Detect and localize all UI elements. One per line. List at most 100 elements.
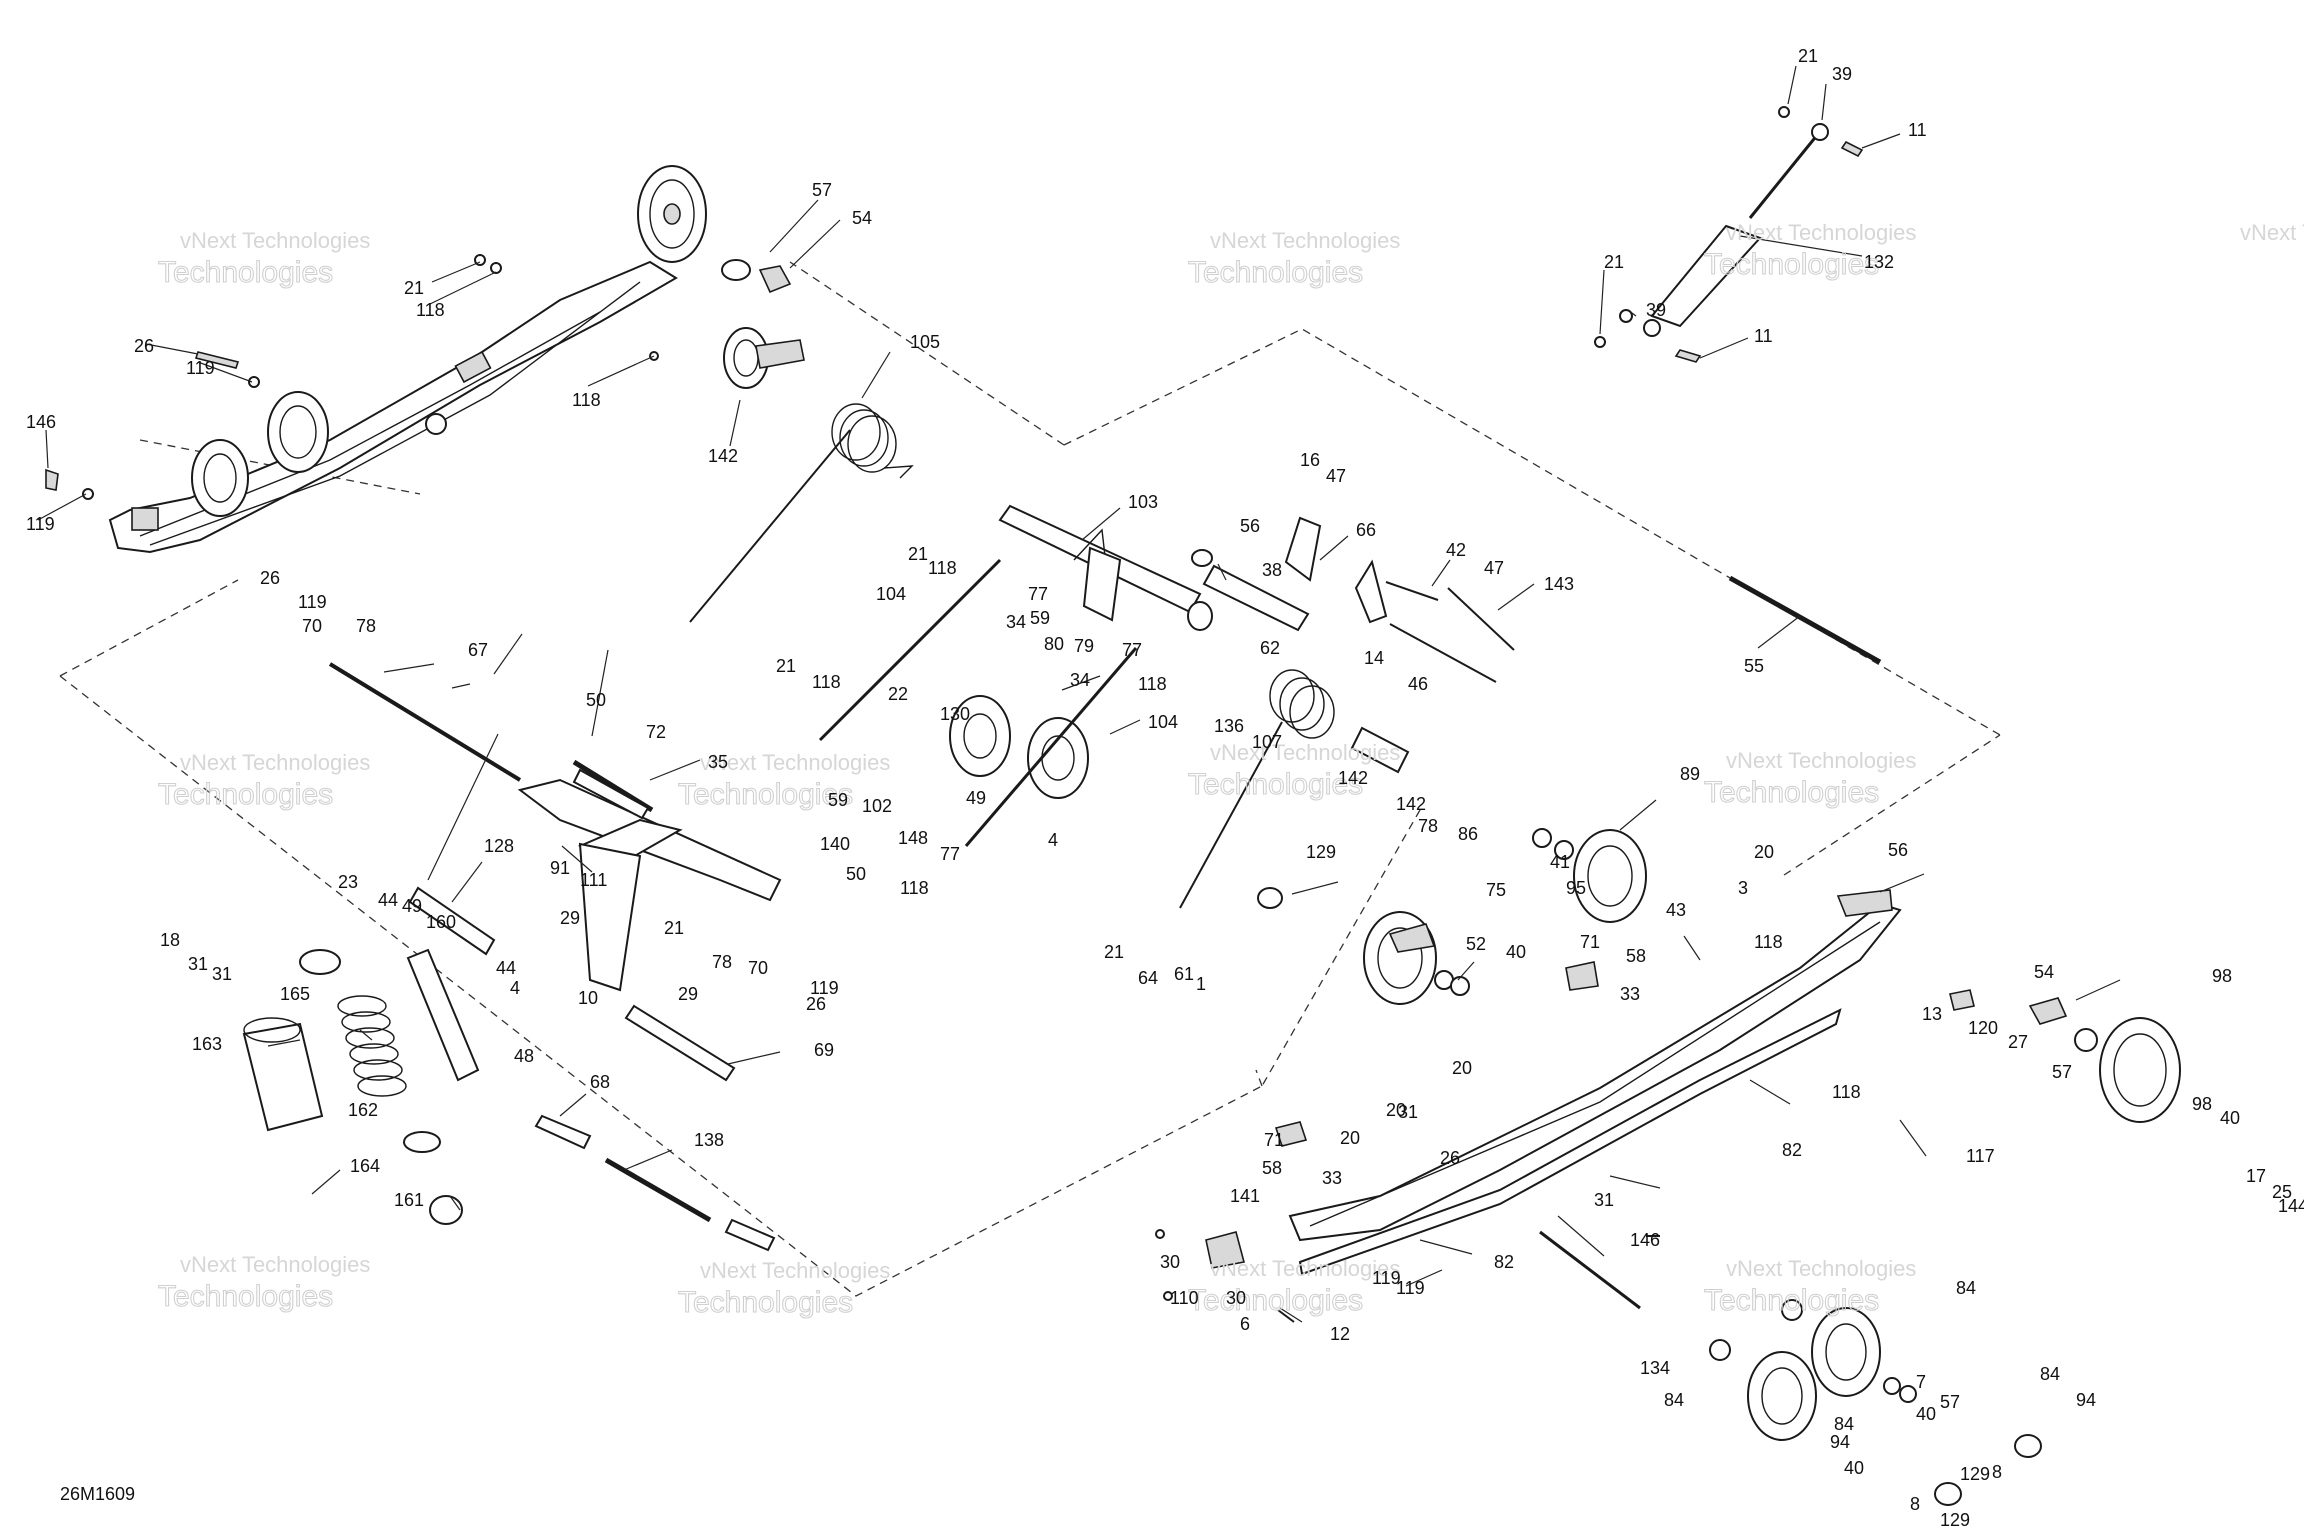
callout-163: 163 <box>192 1034 222 1054</box>
callout-129: 129 <box>1306 842 1336 862</box>
svg-text:Technologies: Technologies <box>158 1280 333 1313</box>
callout-54: 54 <box>852 208 872 228</box>
callout-21: 21 <box>404 278 424 298</box>
callout-119: 119 <box>1396 1278 1425 1298</box>
svg-text:Technologies: Technologies <box>678 1286 853 1319</box>
callout-44: 44 <box>378 890 398 910</box>
callout-58: 58 <box>1626 946 1646 966</box>
callout-111: 111 <box>580 870 607 890</box>
callout-102: 102 <box>862 796 892 816</box>
callout-21: 21 <box>776 656 796 676</box>
shafts-lower-left <box>408 768 776 1252</box>
callout-31: 31 <box>1398 1102 1418 1122</box>
rod-55 <box>1728 575 1882 665</box>
callout-48: 48 <box>514 1046 534 1066</box>
callout-128: 128 <box>484 836 514 856</box>
svg-text:vNext Technologies: vNext Technologies <box>700 1258 890 1283</box>
svg-text:Technologies: Technologies <box>1704 248 1879 281</box>
callout-129: 129 <box>1960 1464 1990 1484</box>
svg-text:Technologies: Technologies <box>1188 1284 1363 1317</box>
callout-38: 38 <box>1262 560 1282 580</box>
callout-132: 132 <box>1864 252 1894 272</box>
callout-34: 34 <box>1006 612 1026 632</box>
wheel-98 <box>1949 989 2181 1123</box>
svg-text:Technologies: Technologies <box>1704 1284 1879 1317</box>
callout-78: 78 <box>712 952 732 972</box>
callout-39: 39 <box>1646 300 1666 320</box>
callout-8: 8 <box>1910 1494 1920 1514</box>
callout-62: 62 <box>1260 638 1280 658</box>
callout-13: 13 <box>1922 1004 1942 1024</box>
callout-29: 29 <box>678 984 698 1004</box>
callout-55: 55 <box>1744 656 1764 676</box>
torsion-spring-105 <box>689 403 914 623</box>
callout-82: 82 <box>1782 1140 1802 1160</box>
callout-142: 142 <box>1396 794 1426 814</box>
callout-44: 44 <box>496 958 516 978</box>
idler-wheel-mid-a <box>267 391 329 473</box>
callout-34: 34 <box>1070 670 1090 690</box>
hardware-upper-left <box>45 254 792 500</box>
callout-82: 82 <box>1494 1252 1514 1272</box>
callout-40: 40 <box>1844 1458 1864 1478</box>
callout-3: 3 <box>1738 878 1748 898</box>
callout-20: 20 <box>1754 842 1774 862</box>
callout-105: 105 <box>910 332 940 352</box>
callout-59: 59 <box>1030 608 1050 628</box>
front-arm-91 <box>328 662 782 992</box>
callout-30: 30 <box>1160 1252 1180 1272</box>
callout-20: 20 <box>1340 1128 1360 1148</box>
callout-79: 79 <box>1074 636 1094 656</box>
callout-72: 72 <box>646 722 666 742</box>
callout-95: 95 <box>1566 878 1586 898</box>
callout-31: 31 <box>1594 1190 1614 1210</box>
wheel-75 <box>1363 911 1470 1005</box>
callout-30: 30 <box>1226 1288 1246 1308</box>
callout-144: 144 <box>2278 1196 2304 1216</box>
callout-21: 21 <box>1104 942 1124 962</box>
callout-77: 77 <box>940 844 960 864</box>
callout-47: 47 <box>1326 466 1346 486</box>
callout-107: 107 <box>1252 732 1282 752</box>
watermark-layer: vNext Technologies Technologies vNext Te… <box>157 220 2304 1320</box>
callout-57: 57 <box>2052 1062 2072 1082</box>
callout-26: 26 <box>1440 1148 1460 1168</box>
callout-67: 67 <box>468 640 488 660</box>
callout-57: 57 <box>812 180 832 200</box>
callout-118: 118 <box>1832 1082 1861 1102</box>
callout-54: 54 <box>2034 962 2054 982</box>
callout-71: 71 <box>1264 1130 1284 1150</box>
callout-104: 104 <box>876 584 906 604</box>
svg-text:vNext Technologies: vNext Technologies <box>1210 228 1400 253</box>
callout-14: 14 <box>1364 648 1384 668</box>
svg-text:Technologies: Technologies <box>678 778 853 811</box>
shock-absorber-132 <box>1594 106 1864 363</box>
callout-117: 117 <box>1966 1146 1995 1166</box>
callout-11: 11 <box>1908 120 1927 140</box>
callout-26: 26 <box>134 336 154 356</box>
callout-140: 140 <box>820 834 850 854</box>
callout-71: 71 <box>1580 932 1600 952</box>
slide-rail-right <box>1288 889 1902 1276</box>
callout-56: 56 <box>1888 840 1908 860</box>
idler-wheel-mid-b <box>191 439 249 517</box>
callout-119: 119 <box>186 358 215 378</box>
callout-136: 136 <box>1214 716 1244 736</box>
callout-49: 49 <box>966 788 986 808</box>
callout-33: 33 <box>1322 1168 1342 1188</box>
callout-17: 17 <box>2246 1166 2266 1186</box>
callout-94: 94 <box>1830 1432 1850 1452</box>
callout-27: 27 <box>2008 1032 2028 1052</box>
callout-119: 119 <box>298 592 327 612</box>
callout-7: 7 <box>1916 1372 1926 1392</box>
callout-4: 4 <box>1048 830 1058 850</box>
callout-6: 6 <box>1240 1314 1250 1334</box>
callout-78: 78 <box>1418 816 1438 836</box>
callout-160: 160 <box>426 912 456 932</box>
part-callouts: 2139111322139115754211182611911814611910… <box>26 46 2304 1530</box>
svg-text:vNext Technologies: vNext Technologies <box>180 1252 370 1277</box>
callout-31: 31 <box>212 964 232 984</box>
callout-148: 148 <box>898 828 928 848</box>
callout-103: 103 <box>1128 492 1158 512</box>
callout-21: 21 <box>664 918 684 938</box>
